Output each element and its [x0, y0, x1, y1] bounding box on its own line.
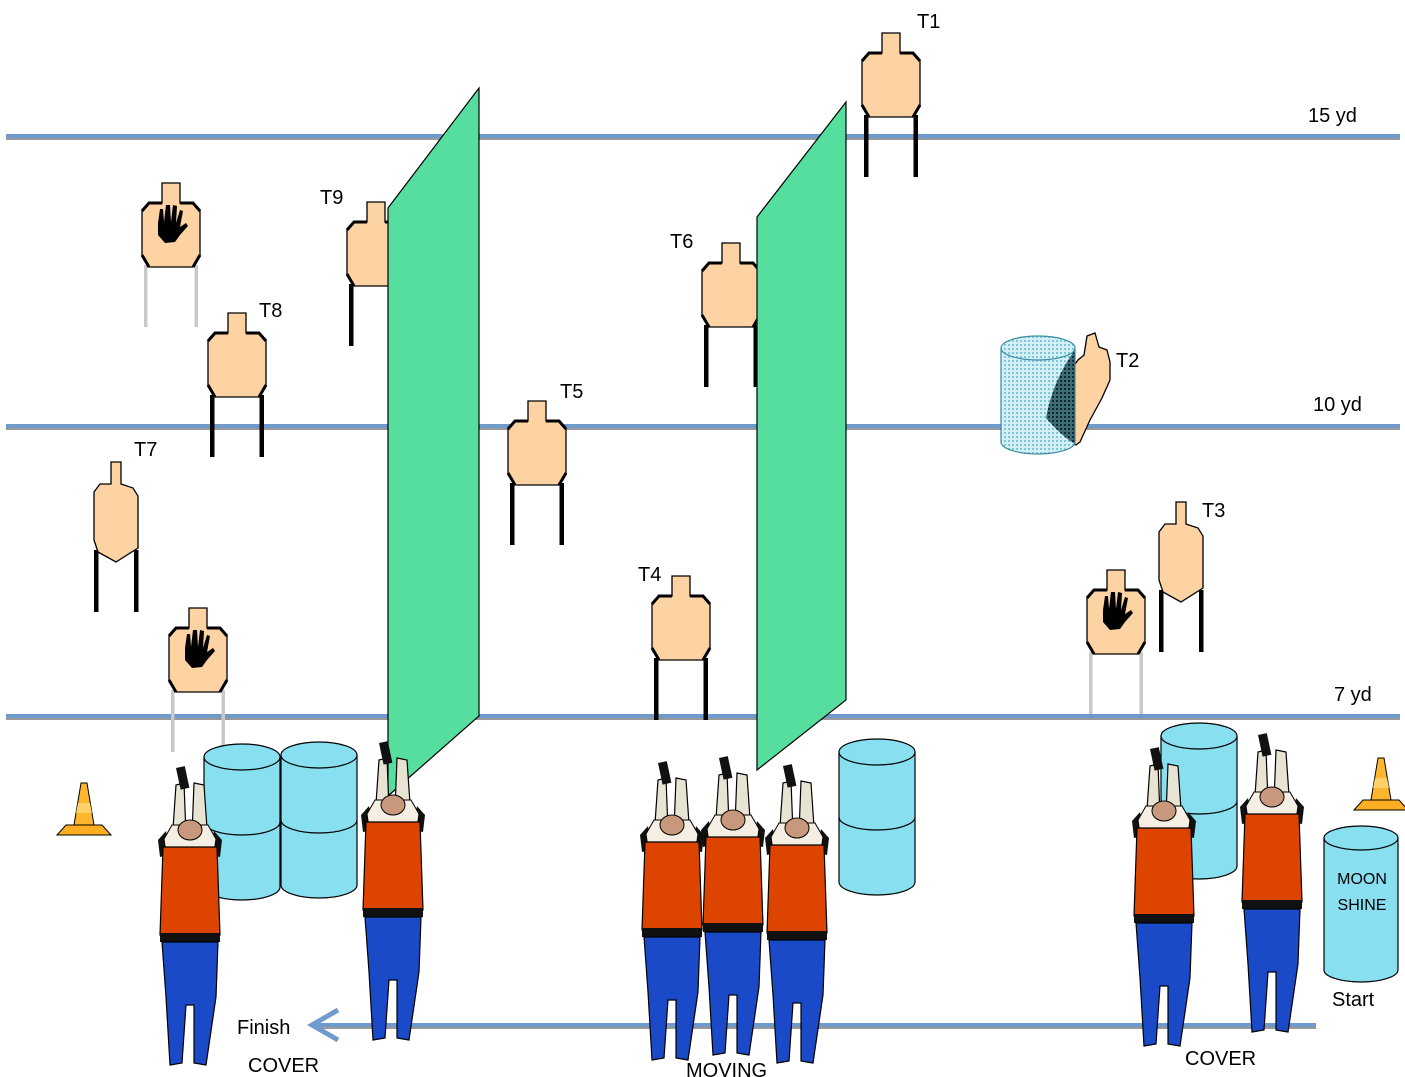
distance-lines	[6, 134, 1400, 720]
wall-left	[387, 86, 480, 798]
label-10yd: 10 yd	[1313, 394, 1362, 416]
shooter-moving-a	[639, 760, 705, 1061]
drum	[838, 738, 916, 896]
no-shoot-target-left	[169, 608, 227, 752]
target-t4	[652, 576, 710, 720]
label-t8: T8	[259, 300, 282, 322]
cone-right	[1353, 757, 1405, 811]
barrel-label-line2: SHINE	[1338, 897, 1387, 914]
label-cover-left: COVER	[248, 1055, 319, 1077]
target-t8	[208, 313, 266, 457]
barrel-label-line1: MOON	[1337, 871, 1387, 888]
label-t7: T7	[134, 439, 157, 461]
label-7yd: 7 yd	[1334, 684, 1372, 706]
label-t5: T5	[560, 381, 583, 403]
target-t1	[862, 33, 920, 177]
target-t5	[508, 401, 566, 545]
label-t1: T1	[917, 11, 940, 33]
label-t2: T2	[1116, 350, 1139, 372]
no-shoot-target-right	[1087, 570, 1145, 714]
wall-right	[756, 100, 847, 772]
no-shoot-target-top	[142, 183, 200, 327]
drum	[280, 741, 358, 899]
label-moving: MOVING	[686, 1060, 767, 1077]
label-t9: T9	[320, 187, 343, 209]
shooter-right-b	[1239, 732, 1305, 1033]
label-start: Start	[1332, 989, 1375, 1011]
target-t6	[702, 243, 760, 387]
shooter-moving-c	[764, 763, 830, 1064]
target-t3	[1158, 501, 1205, 653]
label-t3: T3	[1202, 500, 1225, 522]
target-t7	[93, 461, 140, 613]
label-finish: Finish	[237, 1017, 290, 1039]
mesh-barrel	[1000, 335, 1076, 455]
label-cover-right: COVER	[1185, 1048, 1256, 1070]
label-t4: T4	[638, 564, 661, 586]
label-15yd: 15 yd	[1308, 105, 1357, 127]
label-t6: T6	[670, 231, 693, 253]
moonshine-barrel	[1323, 825, 1399, 983]
cone-left	[56, 782, 112, 836]
shooter-moving-b	[700, 755, 766, 1056]
